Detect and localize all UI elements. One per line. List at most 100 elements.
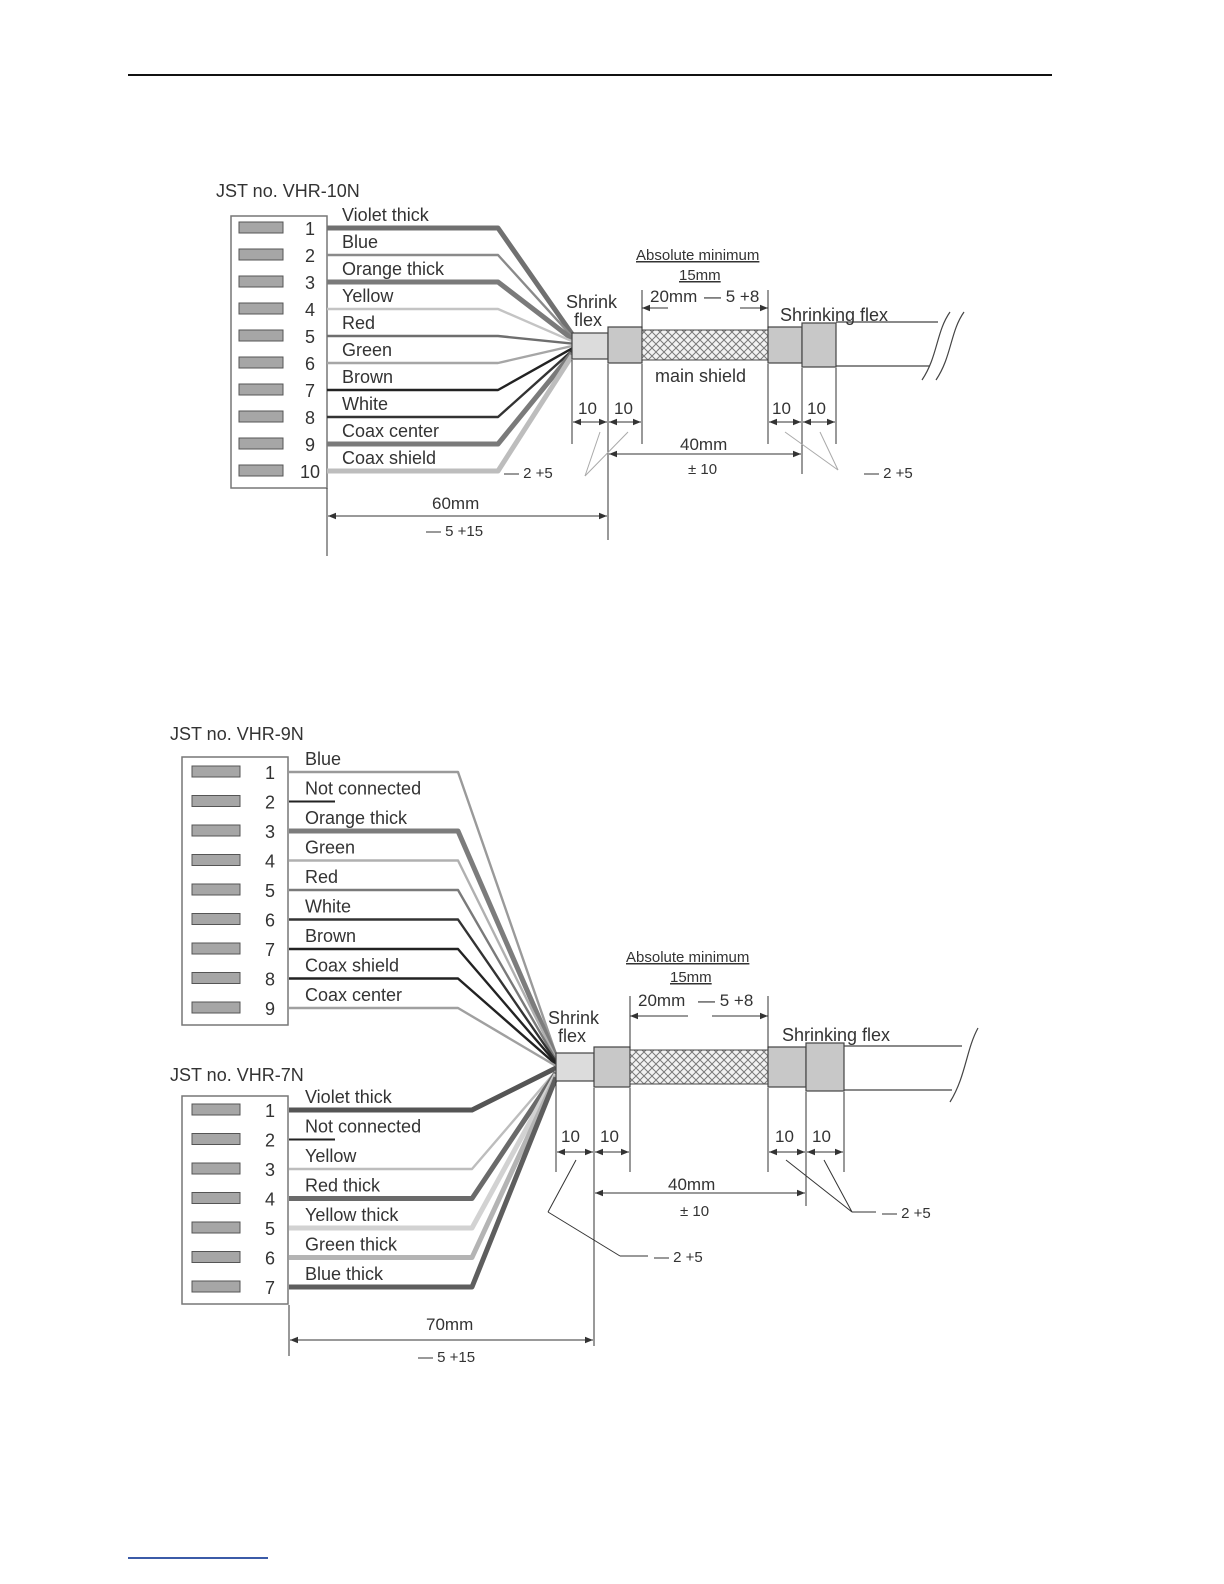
pin-contact bbox=[191, 1001, 241, 1014]
wire-label: Blue bbox=[342, 232, 378, 252]
wire-line bbox=[289, 918, 557, 1063]
pin-contact bbox=[238, 356, 284, 369]
pin-number: 3 bbox=[305, 273, 315, 293]
pin-number: 10 bbox=[300, 462, 320, 482]
pin-contact bbox=[191, 824, 241, 837]
wire-line bbox=[327, 349, 573, 419]
pin-number: 5 bbox=[265, 1219, 275, 1239]
sleeve-length-value: 10 bbox=[600, 1127, 619, 1146]
pin-number: 7 bbox=[265, 940, 275, 960]
pin-contact bbox=[238, 437, 284, 450]
wire-line bbox=[327, 344, 573, 365]
wire-line bbox=[327, 253, 573, 338]
wire-label: Green bbox=[305, 838, 355, 858]
shrinking-flex-sleeve bbox=[767, 326, 803, 364]
sleeve-length-value: 10 bbox=[807, 399, 826, 418]
wire-label: Yellow bbox=[305, 1146, 357, 1166]
wire-label: Not connected bbox=[305, 779, 421, 799]
wire-line bbox=[289, 770, 558, 1055]
shield-overall-tolerance: ± 10 bbox=[688, 461, 717, 478]
connector-title: JST no. VHR-7N bbox=[170, 1065, 304, 1085]
pin-contact bbox=[191, 913, 241, 925]
shield-length-label: 20mm bbox=[638, 991, 685, 1010]
pin-number: 6 bbox=[265, 1249, 275, 1269]
absolute-minimum-value: 15mm bbox=[670, 969, 712, 986]
wire-label: Violet thick bbox=[305, 1087, 393, 1107]
sleeve-length-value: 10 bbox=[812, 1127, 831, 1146]
wire-label: Green bbox=[342, 340, 392, 360]
wire-label: Red bbox=[342, 313, 375, 333]
wire-line bbox=[289, 859, 558, 1060]
wire-label: Brown bbox=[305, 926, 356, 946]
pin-contact bbox=[191, 854, 241, 866]
wire-label: White bbox=[305, 897, 351, 917]
wire-label: Coax center bbox=[342, 421, 439, 441]
sleeve-tolerance: — 2 +5 bbox=[504, 465, 553, 482]
wire-label: Red thick bbox=[305, 1176, 381, 1196]
wire: 10 Coax shield bbox=[238, 354, 575, 482]
pin-contact bbox=[191, 1133, 241, 1145]
shield-overall-tolerance: ± 10 bbox=[680, 1203, 709, 1220]
connector-title: JST no. VHR-10N bbox=[216, 181, 360, 201]
shield-length-tolerance: — 5 +8 bbox=[698, 991, 753, 1010]
wire-label: Orange thick bbox=[342, 259, 445, 279]
cable-break bbox=[935, 311, 965, 381]
pin-contact bbox=[191, 972, 241, 984]
cable-break bbox=[921, 311, 951, 381]
shrinking-flex-label: Shrinking flex bbox=[782, 1025, 890, 1045]
shrinking-flex-sleeve bbox=[801, 322, 837, 368]
wire-label: Coax shield bbox=[342, 448, 436, 468]
shrink-flex-label: Shrink bbox=[548, 1008, 600, 1028]
cable-break bbox=[949, 1027, 979, 1103]
sleeve-dimensions bbox=[571, 360, 839, 540]
shrinking-flex-sleeve bbox=[805, 1042, 845, 1092]
wire-label: Coax shield bbox=[305, 956, 399, 976]
pin-contact bbox=[191, 1162, 241, 1175]
pin-number: 5 bbox=[265, 881, 275, 901]
wire-label: Blue bbox=[305, 749, 341, 769]
pin-number: 4 bbox=[265, 852, 275, 872]
pin-number: 1 bbox=[265, 1101, 275, 1121]
sleeve-length-value: 10 bbox=[775, 1127, 794, 1146]
sleeve-length-value: 10 bbox=[614, 399, 633, 418]
pin-number: 7 bbox=[305, 381, 315, 401]
shield-length-label: 20mm bbox=[650, 287, 697, 306]
pin-contact bbox=[191, 1280, 241, 1293]
total-length-tolerance: — 5 +15 bbox=[418, 1349, 475, 1366]
pin-contact bbox=[238, 464, 284, 477]
pin-contact bbox=[191, 1192, 241, 1204]
sleeve-tolerance: — 2 +5 bbox=[654, 1249, 703, 1266]
wire-line bbox=[327, 334, 573, 345]
pin-number: 4 bbox=[305, 300, 315, 320]
wire: 9 Coax center bbox=[238, 351, 574, 455]
wire-line bbox=[289, 1006, 557, 1068]
pin-contact bbox=[191, 1103, 241, 1116]
pin-number: 9 bbox=[305, 435, 315, 455]
connector-title: JST no. VHR-9N bbox=[170, 724, 304, 744]
main-shield bbox=[629, 1049, 769, 1085]
pin-contact bbox=[191, 883, 241, 896]
wire-label: Coax center bbox=[305, 985, 402, 1005]
pin-contact bbox=[238, 383, 284, 396]
pin-contact bbox=[238, 302, 284, 315]
total-length-label: 60mm bbox=[432, 494, 479, 513]
shrink-flex-label: Shrink bbox=[566, 292, 618, 312]
wire: 4 Green bbox=[191, 838, 558, 1060]
shield-overall-length: 40mm bbox=[668, 1175, 715, 1194]
absolute-minimum-label: Absolute minimum bbox=[636, 247, 759, 264]
pin-number: 9 bbox=[265, 999, 275, 1019]
pin-number: 2 bbox=[265, 1131, 275, 1151]
